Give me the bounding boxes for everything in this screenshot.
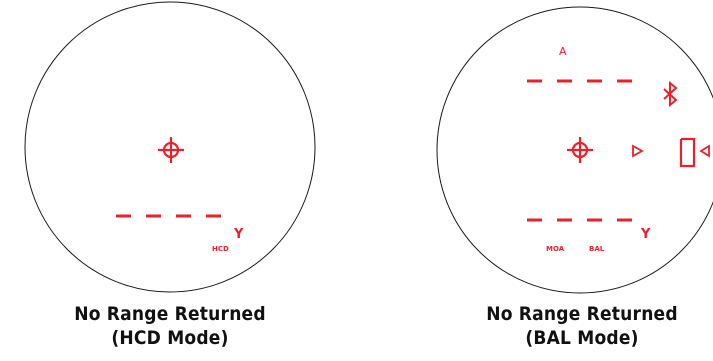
seven-segment-digit-icon [679, 137, 696, 168]
bal-mode-panel: A Y [436, 6, 713, 294]
bal-bal-label: BAL [589, 245, 605, 253]
bal-unit-label: Y [640, 227, 651, 242]
hcd-caption: No Range Returned (HCD Mode) [40, 302, 300, 350]
hcd-viewfinder-circle [24, 1, 316, 293]
hcd-unit-label: Y [233, 227, 244, 242]
bal-moa-label: MOA [546, 245, 565, 253]
crosshair-icon [567, 137, 593, 163]
hcd-mode-label: HCD [212, 245, 229, 253]
hcd-caption-line1: No Range Returned [74, 303, 266, 325]
triangle-right-icon [632, 144, 644, 158]
bluetooth-icon [663, 80, 678, 108]
bal-caption: No Range Returned (BAL Mode) [452, 302, 712, 350]
bal-indicator-label: A [559, 45, 567, 58]
bal-caption-line1: No Range Returned [486, 303, 678, 325]
triangle-left-icon [699, 144, 710, 158]
crosshair-icon [158, 137, 184, 163]
bal-viewfinder-circle [436, 6, 713, 294]
hcd-caption-line2: (HCD Mode) [111, 327, 229, 349]
hcd-mode-panel: Y HCD [24, 1, 316, 293]
bal-caption-line2: (BAL Mode) [525, 327, 639, 349]
